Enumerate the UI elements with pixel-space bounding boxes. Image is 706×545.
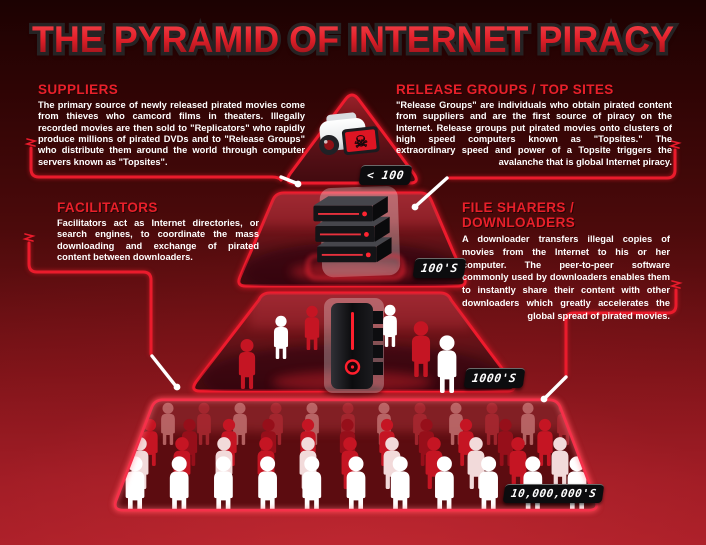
file-sharers-pointer-line: [544, 375, 568, 399]
person-icon: [593, 402, 597, 445]
camcorder-skull-icon: ☠: [319, 112, 380, 156]
tier4-count-badge: 10,000,000'S: [502, 484, 605, 503]
file-sharers-callout-mark: [669, 280, 683, 289]
tier1-count-badge: < 100: [358, 165, 413, 185]
facilitators-body: Facilitators act as Internet directories…: [57, 218, 259, 262]
file-sharers-callout-line: [564, 288, 678, 377]
tower-computer-icon: [323, 298, 384, 397]
tier2-count-badge: 100'S: [412, 258, 467, 278]
file-sharers-pointer-dot: [540, 395, 548, 403]
skull-screen: ☠: [341, 126, 380, 156]
tier4-border: [114, 398, 598, 512]
facilitators-section: FACILITATORS Facilitators act as Interne…: [57, 200, 259, 276]
facilitators-heading: FACILITATORS: [57, 200, 158, 215]
suppliers-section: SUPPLIERS The primary source of newly re…: [38, 82, 305, 174]
page-title-outline: THE PYRAMID OF INTERNET PIRACY: [11, 16, 696, 64]
release-groups-body: "Release Groups" are individuals who obt…: [396, 100, 672, 167]
release-groups-pointer-line: [415, 176, 449, 207]
file-sharers-body: A downloader transfers illegal copies of…: [462, 234, 670, 321]
facilitators-pointer-dot: [173, 383, 181, 391]
page-title: THE PYRAMID OF INTERNET PIRACY THE PYRAM…: [11, 16, 696, 64]
suppliers-body: The primary source of newly released pir…: [38, 100, 305, 167]
release-groups-callout-line: [447, 148, 677, 180]
release-groups-pointer-dot: [411, 203, 419, 211]
server-stack-icon: [306, 186, 405, 280]
facilitators-pointer-line: [150, 354, 177, 387]
suppliers-heading: SUPPLIERS: [38, 82, 119, 97]
suppliers-pointer-line: [279, 175, 298, 185]
release-groups-heading: RELEASE GROUPS / TOP SITES: [396, 82, 614, 97]
suppliers-callout-mark: [24, 138, 38, 147]
release-groups-callout-mark: [668, 140, 682, 149]
page-title-text: THE PYRAMID OF INTERNET PIRACY: [31, 19, 675, 60]
person-icon: [593, 437, 597, 489]
file-sharers-heading: FILE SHARERS / DOWNLOADERS: [462, 200, 576, 230]
release-groups-section: RELEASE GROUPS / TOP SITES "Release Grou…: [396, 82, 672, 186]
suppliers-pointer-dot: [294, 180, 302, 188]
facilitators-callout-mark: [22, 233, 36, 242]
suppliers-callout-line: [29, 146, 283, 182]
facilitators-callout-line: [27, 241, 153, 356]
file-sharers-section: FILE SHARERS / DOWNLOADERS A downloader …: [462, 200, 670, 321]
tier3-count-badge: 1000'S: [463, 368, 525, 388]
skull-crossbones-glyph: ☠: [353, 133, 369, 151]
